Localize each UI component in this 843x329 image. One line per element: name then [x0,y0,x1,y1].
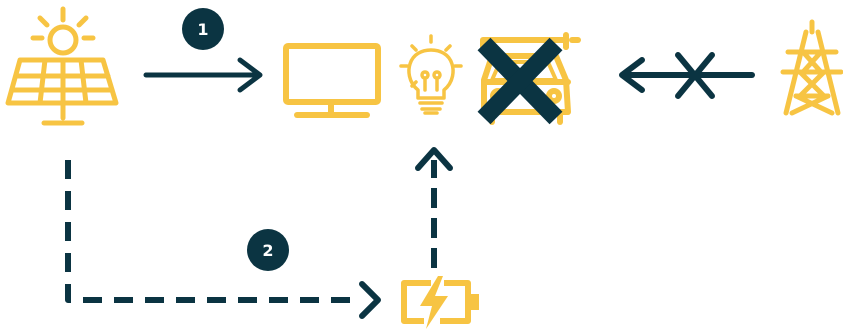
power-pylon-icon [780,19,843,116]
blocked-cross-icon [675,52,715,99]
television-icon [283,43,381,118]
step-badge-2: 2 [247,229,289,271]
step-badge-2-circle [247,229,289,271]
battery-charging-icon [401,276,479,329]
light-bulb-icon [399,34,463,115]
solar-to-loads-arrow [143,57,263,93]
car-crossed-out-mark [477,37,563,125]
battery-to-loads-arrow [415,147,453,268]
grid-to-loads-arrow [619,57,755,93]
step-badge-2-label: 2 [262,241,273,260]
step-badge-1-circle [182,8,224,50]
solar-to-battery-arrow [65,160,381,319]
solar-panel-icon [5,6,119,126]
step-badge-1: 1 [182,8,224,50]
step-badge-1-label: 1 [197,20,208,39]
